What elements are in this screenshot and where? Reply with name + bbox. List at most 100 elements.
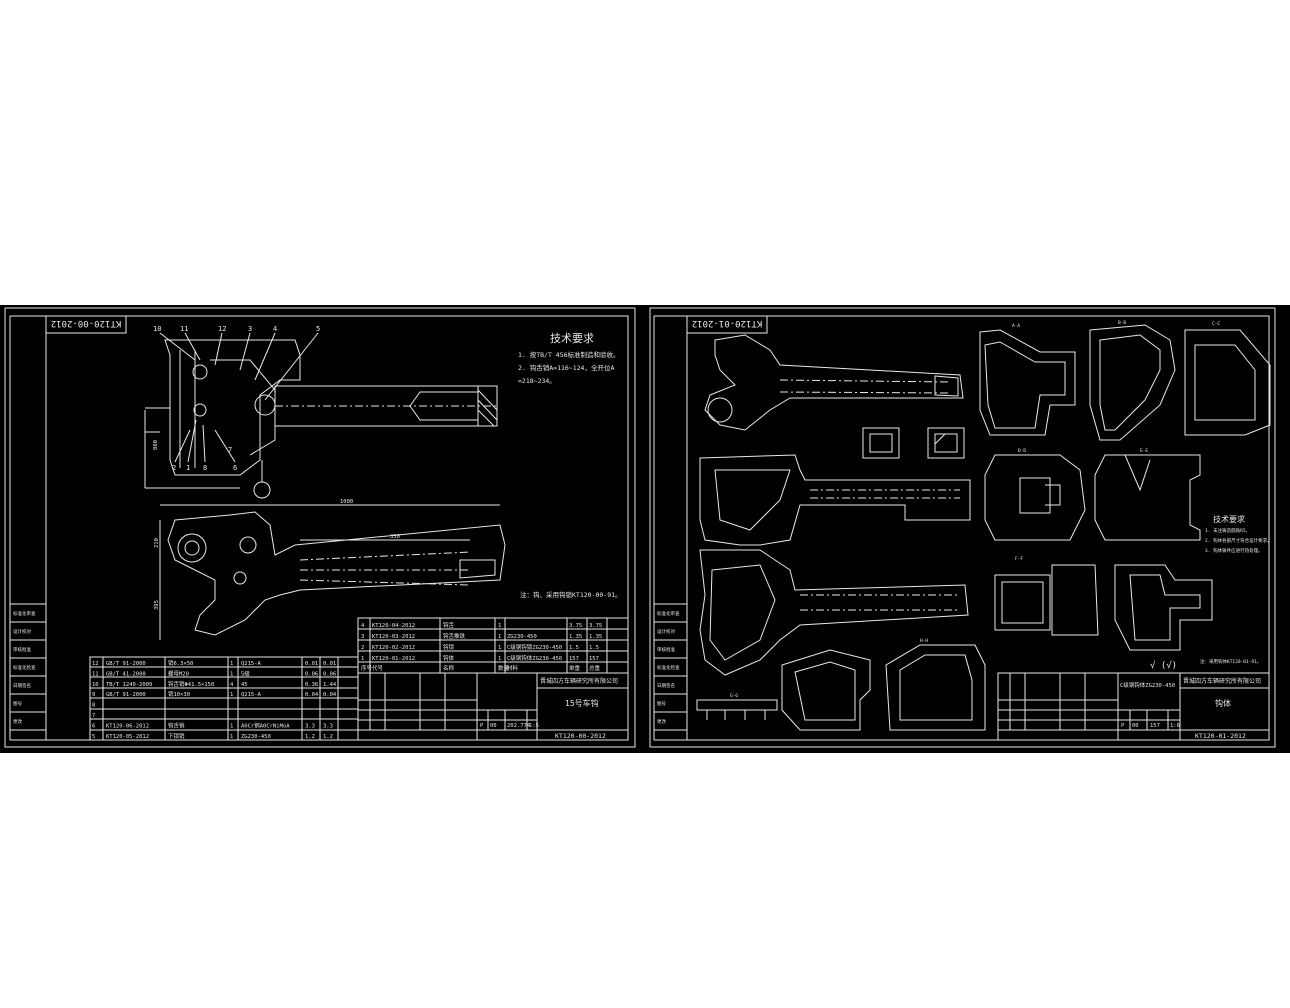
bom-cell: 0.01 [323, 661, 336, 667]
right-scale-row: P 00 157 1:6 [1121, 723, 1180, 729]
callout-12: 12 [218, 325, 226, 333]
right-weight: 157 [1150, 723, 1160, 729]
section-view-b [1089, 324, 1176, 441]
coupler-body-view-lower [699, 549, 969, 676]
parts-cell: 1.35 [569, 634, 582, 640]
bom-cell: 11 [92, 671, 99, 677]
right-tech-line-3: 3. 钩体铸件应进行热处理。 [1205, 547, 1263, 554]
dim-395: 395 [154, 600, 160, 610]
end-view-b [1094, 454, 1201, 541]
parts-cell: 1 [498, 634, 501, 640]
left-side-label-4: 标准化检查 [13, 664, 36, 671]
bom-cell: 0.36 [305, 682, 318, 688]
bom-cell: KT120-05-2012 [106, 734, 149, 740]
section-view-h [885, 644, 986, 731]
right-side-label-2: 设计校对 [657, 628, 675, 635]
parts-cell: 157 [569, 656, 579, 662]
right-roughness: √ (√) [1150, 660, 1177, 671]
parts-cell: 2 [361, 645, 364, 651]
left-side-labels: 标准化审查 设计校对 审核批准 标准化检查 日期签名 图号 更改 [13, 610, 36, 725]
parts-cell: 1.5 [569, 645, 579, 651]
right-side-label-5: 日期签名 [657, 682, 675, 689]
right-side-label-3: 审核批准 [657, 646, 675, 653]
parts-cell: 3.75 [589, 623, 602, 629]
parts-cell: ZG230-450 [507, 634, 537, 640]
bom-cell: 1 [230, 734, 233, 740]
dim-1000: 1000 [340, 499, 353, 505]
bom-cell: 1.2 [305, 734, 315, 740]
right-sheet-outer-border [649, 307, 1276, 748]
callout-3: 3 [248, 325, 252, 333]
right-side-label-4: 标准化检查 [657, 664, 680, 671]
left-tech-title: 技术要求 [550, 332, 594, 345]
parts-header-cell: 代号 [372, 664, 384, 672]
parts-cell: KT120-04-2012 [372, 623, 415, 629]
bom-cell: KT120-06-2012 [106, 723, 149, 729]
right-scale-p: P [1121, 723, 1125, 729]
right-sheet-inner-border [686, 315, 1270, 741]
bom-cell: ZG230-450 [241, 734, 271, 740]
bom-cell: 1 [230, 692, 233, 698]
parts-cell: 钩舌推铁 [443, 632, 466, 640]
right-drawing-name: 钩体 [1215, 698, 1231, 708]
callout-6: 6 [233, 464, 237, 472]
dim-210: 210 [154, 538, 160, 548]
bom-cell: 5级 [241, 669, 250, 677]
left-scale: 1:5 [529, 723, 539, 729]
bom-cell: 1.44 [323, 682, 337, 688]
right-sheet [649, 307, 1276, 748]
section-view-g [781, 649, 871, 731]
bom-cell: Q215-A [241, 661, 262, 667]
right-tech-title: 技术要求 [1213, 514, 1245, 524]
coupler-body-view-top [704, 334, 964, 431]
dimension-labels: 1000 350 880 210 395 [153, 440, 400, 610]
section-view-a [979, 329, 1076, 436]
section-view-e [1114, 564, 1213, 651]
bom-cell: 下锁销 [168, 732, 185, 740]
right-note: 注：采用钩体KT120-01-91。 [1200, 658, 1261, 665]
bom-cell: GB/T 91-2000 [106, 661, 146, 667]
callout-7: 7 [228, 446, 232, 454]
right-title-block [997, 672, 1270, 741]
section-view-f [696, 699, 778, 720]
parts-header-cell: 总重 [589, 664, 601, 672]
callout-1: 1 [186, 464, 190, 472]
parts-cell: 钩舌 [443, 621, 455, 629]
title-block [357, 672, 629, 741]
callout-4: 4 [273, 325, 277, 333]
left-company: 晋城四方车辆研究所有限公司 [540, 677, 618, 685]
parts-cell: 1 [498, 656, 501, 662]
section-label-b: B-B [1118, 320, 1126, 326]
section-view-c [1184, 329, 1271, 436]
left-scale-row: P 00 202.774 1:5 [480, 723, 539, 729]
bom-cell: 9 [92, 692, 95, 698]
section-label-h: H-H [920, 638, 928, 644]
right-tech-line-1: 1. 未注铸造圆角R5。 [1205, 527, 1250, 534]
small-section-views [862, 427, 965, 459]
left-rotated-code: KT120-00-2012 [51, 318, 121, 328]
callout-numbers: 10 11 12 3 4 5 2 1 8 6 7 [153, 325, 320, 472]
bom-cell: 1 [230, 723, 233, 729]
bom-cell: 1 [230, 671, 233, 677]
bom-cell: GB/T 91-2000 [106, 692, 146, 698]
section-label-f: F-F [1015, 556, 1023, 562]
bom-cell: 钩舌销Φ41.5×150 [168, 680, 214, 688]
section-label-d: D-D [1018, 448, 1026, 454]
bom-cell: 6 [92, 723, 95, 729]
bom-cell: A0Cr钢A0CrNiMoA [241, 721, 290, 729]
bom-cell: 1 [230, 661, 233, 667]
left-drawing-name: 15号车钩 [565, 698, 599, 708]
left-side-strip [10, 603, 46, 731]
bom-cell: 10 [92, 682, 99, 688]
right-rotated-code: KT120-01-2012 [692, 318, 762, 328]
right-company: 晋城四方车辆研究所有限公司 [1183, 677, 1261, 685]
callout-5: 5 [316, 325, 320, 333]
right-scale: 1:6 [1170, 723, 1180, 729]
parts-cell: 3.75 [569, 623, 582, 629]
bom-cell: 0.01 [305, 661, 318, 667]
left-drawing-code: KT120-00-2012 [555, 732, 606, 740]
right-material: C级钢钩体ZG230-450 [1120, 681, 1175, 689]
